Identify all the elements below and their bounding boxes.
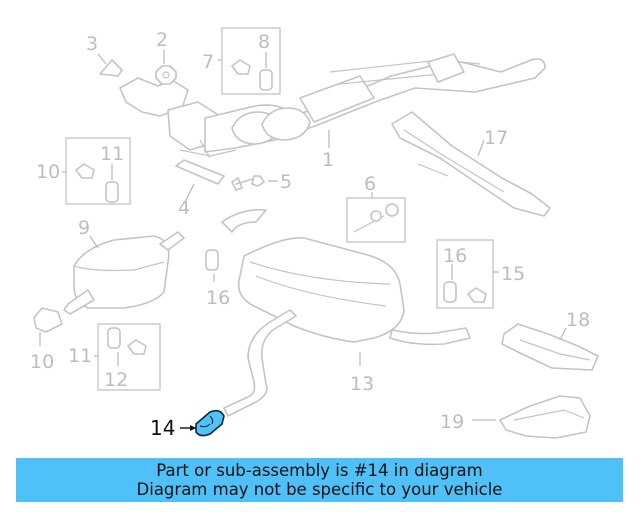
part-14-clamp[interactable]	[195, 409, 225, 437]
part-2-nut[interactable]	[155, 65, 177, 85]
callout-3: 3	[86, 33, 98, 55]
part-11-insulator[interactable]	[105, 181, 119, 203]
callout-11-upper: 11	[100, 143, 124, 165]
callout-2: 2	[156, 29, 168, 51]
part-11-insulator-lower[interactable]	[107, 327, 121, 349]
part-7-hanger[interactable]	[231, 59, 251, 75]
part-5-bolt[interactable]	[231, 175, 265, 191]
part-1-front-pipe-assembly[interactable]	[119, 53, 546, 159]
part-7-box	[221, 27, 281, 95]
part-14-arrow	[190, 425, 196, 431]
callout-15: 15	[501, 263, 525, 285]
part-16-insulator-standalone[interactable]	[205, 249, 219, 271]
part-8-insulator[interactable]	[259, 69, 273, 91]
exhaust-parts-diagram: 1 2 3 4 5 6 8 7	[30, 27, 599, 440]
callout-7: 7	[202, 51, 214, 73]
banner-line-1: Part or sub-assembly is #14 in diagram	[156, 461, 483, 480]
callout-11-lower: 11	[68, 345, 92, 367]
part-19-shield[interactable]	[499, 395, 591, 439]
part-10-hanger[interactable]	[75, 163, 95, 179]
callout-1: 1	[322, 149, 334, 171]
callout-12: 12	[104, 369, 128, 391]
callout-19: 19	[440, 411, 464, 433]
callout-10-lower: 10	[30, 351, 54, 373]
part-17-heat-shield[interactable]	[391, 111, 551, 217]
callout-8: 8	[258, 31, 270, 53]
callout-9: 9	[78, 217, 90, 239]
callout-6: 6	[364, 173, 376, 195]
banner-line-2: Diagram may not be specific to your vehi…	[136, 480, 503, 499]
callout-18: 18	[566, 309, 590, 331]
callout-17: 17	[484, 127, 508, 149]
part-6-hanger[interactable]	[353, 203, 399, 233]
callout-16-right: 16	[443, 245, 467, 267]
callout-14: 14	[150, 416, 175, 440]
part-3-gasket[interactable]	[99, 59, 123, 77]
callout-16-left: 16	[206, 287, 230, 309]
callout-13: 13	[350, 373, 374, 395]
part-12-box	[97, 323, 161, 391]
callout-10-upper: 10	[36, 161, 60, 183]
part-16-insulator[interactable]	[443, 281, 457, 303]
part-13-muffler[interactable]	[221, 208, 471, 417]
part-6-box	[346, 197, 406, 243]
info-banner: Part or sub-assembly is #14 in diagram D…	[16, 458, 623, 502]
part-15-box	[436, 239, 494, 309]
part-10-box	[65, 137, 131, 205]
part-12-hanger[interactable]	[127, 339, 147, 355]
part-10-gasket[interactable]	[33, 307, 63, 333]
part-9-resonator[interactable]	[63, 231, 185, 315]
part-4-bracket[interactable]	[175, 159, 225, 185]
part-18-heat-shield[interactable]	[501, 323, 599, 371]
callout-5: 5	[280, 171, 292, 193]
callout-4: 4	[178, 197, 190, 219]
part-15-hanger[interactable]	[467, 287, 487, 303]
